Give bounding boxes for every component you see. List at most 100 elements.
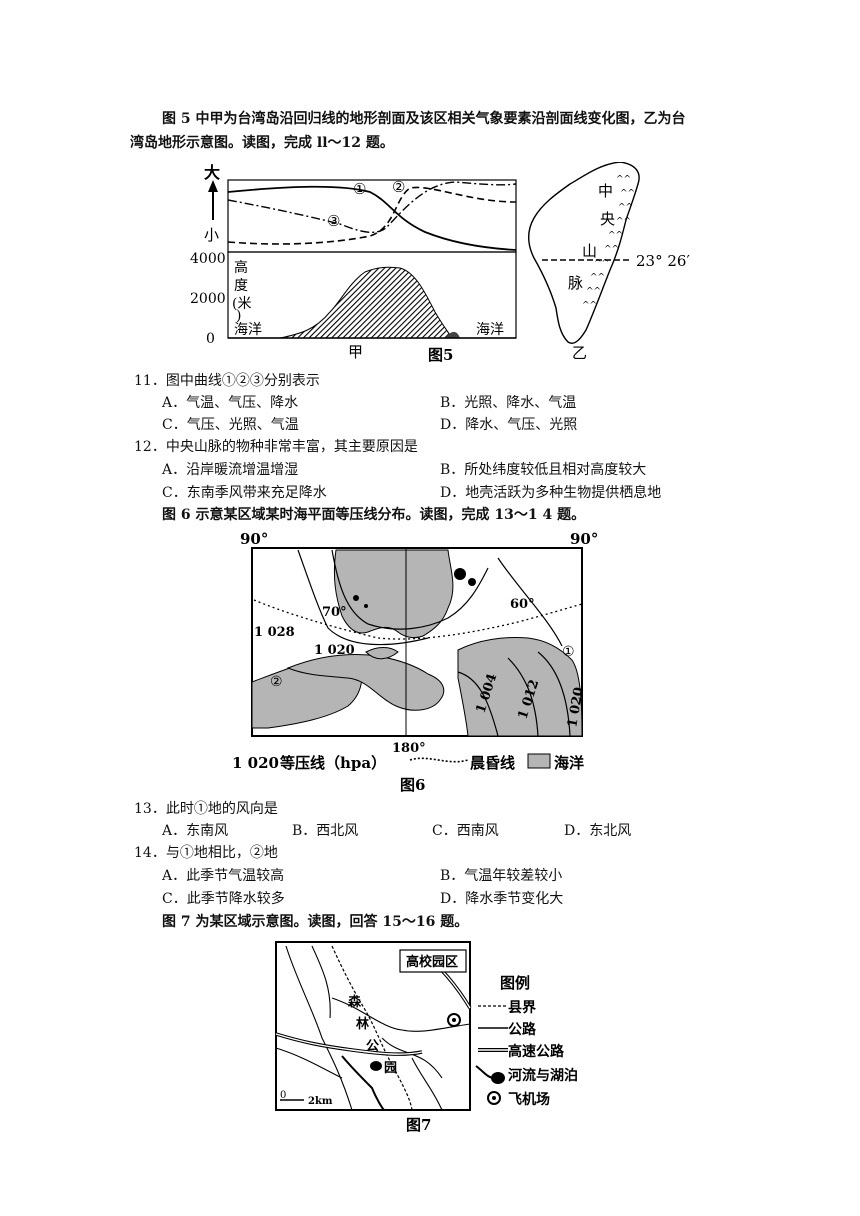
intro-fig5-line1: 图 5 中甲为台湾岛沿回归线的地形剖面及该区相关气象要素沿剖面线变化图，乙为台 xyxy=(162,111,686,127)
fig5-curve-3 xyxy=(227,181,517,234)
fig5-height-label-1: 度 xyxy=(234,278,248,294)
fig5-curve-1 xyxy=(227,185,517,251)
q14-option-b[interactable]: B．气温年较差较小 xyxy=(440,868,563,884)
q13-option-b[interactable]: B．西北风 xyxy=(292,823,359,839)
fig5-taiwan-map: 23° 26′ 中 央 山 脉 ^^ ^^ ^^ ^^ ^^ ^^ ^^ ^^ … xyxy=(528,162,690,362)
q12-option-d[interactable]: D．地壳活跃为多种生物提供栖息地 xyxy=(440,485,662,501)
fig6-caption: 图6 xyxy=(400,776,425,792)
fig6-legend-isobar: 等压线（hpa） xyxy=(280,754,386,772)
mountain-char-3: 脉 xyxy=(568,274,583,292)
svg-text:^^: ^^ xyxy=(582,301,597,311)
svg-text:^^: ^^ xyxy=(620,189,635,199)
fig7-county-border xyxy=(331,945,413,1111)
fig7-river xyxy=(341,1055,385,1111)
fig7-legend-road: 公路 xyxy=(508,1021,537,1038)
fig7-legend-highway: 高速公路 xyxy=(508,1043,565,1060)
fig7-legend-river: 河流与湖泊 xyxy=(508,1067,578,1084)
taiwan-island-outline xyxy=(528,162,640,344)
q12-option-a[interactable]: A．沿岸暖流增温增湿 xyxy=(162,462,299,478)
q11-option-a[interactable]: A．气温、气压、降水 xyxy=(162,395,299,411)
fig6-legend-iso-value: 1 020 xyxy=(232,754,279,772)
fig6-isobar-1020: 1 020 xyxy=(314,643,355,658)
fig5-ocean-right: 海洋 xyxy=(476,322,504,338)
fig7-campus-box xyxy=(399,949,467,973)
fig6-isobars xyxy=(297,549,571,737)
q11-option-b[interactable]: B．光照、降水、气温 xyxy=(440,395,577,411)
q11-option-d[interactable]: D．降水、气压、光照 xyxy=(440,417,578,433)
fig5-label-yi: 乙 xyxy=(572,344,587,362)
fig7-lake xyxy=(370,1061,382,1071)
fig6-isobar-1028: 1 028 xyxy=(254,625,295,640)
fig5-curve-2 xyxy=(227,186,517,245)
svg-text:^^: ^^ xyxy=(594,259,609,269)
q13-option-c[interactable]: C．西南风 xyxy=(432,823,499,839)
q13-option-a[interactable]: A．东南风 xyxy=(162,823,229,839)
svg-text:^^: ^^ xyxy=(616,217,631,227)
fig6-point-1: ① xyxy=(562,644,575,660)
q11-option-c[interactable]: C．气压、光照、气温 xyxy=(162,417,299,433)
figure-5: 大 小 ① ② ③ 4000 2000 0 高 度 (米 ) 海洋 xyxy=(190,162,690,364)
fig7-campus-label: 高校园区 xyxy=(406,954,458,970)
fig6-lon-right: 90° xyxy=(570,530,598,548)
fig6-lon-left: 90° xyxy=(240,530,268,548)
fig5-arrow-head xyxy=(208,180,218,192)
q14-option-d[interactable]: D．降水季节变化大 xyxy=(440,891,564,907)
figure-6: 90° 90° 70° 60° 1 028 1 020 1 004 1 012 … xyxy=(232,530,598,792)
intro-fig5-line2: 湾岛地形示意图。读图，完成 ll～12 题。 xyxy=(130,135,394,151)
svg-text:^^: ^^ xyxy=(608,231,623,241)
fig5-label-big: 大 xyxy=(204,163,220,182)
fig7-forest-char-2: 公 xyxy=(366,1039,379,1054)
fig5-caption: 图5 xyxy=(428,346,453,364)
fig5-curve-2-label: ② xyxy=(392,178,405,196)
fig5-ocean-left: 海洋 xyxy=(234,322,262,338)
svg-text:^^: ^^ xyxy=(616,175,631,185)
intro-fig7: 图 7 为某区域示意图。读图，回答 15～16 题。 xyxy=(162,914,469,930)
fig7-legend-title: 图例 xyxy=(500,974,530,992)
fig5-y-0: 0 xyxy=(206,331,215,347)
q12-option-c[interactable]: C．东南季风带来充足降水 xyxy=(162,485,327,501)
fig7-legend-river-symbol xyxy=(475,1065,495,1079)
fig7-forest-char-1: 林 xyxy=(356,1016,369,1032)
q13-option-d[interactable]: D．东北风 xyxy=(564,823,632,839)
fig5-label-jia: 甲 xyxy=(348,343,363,361)
fig5-small-hill xyxy=(445,331,460,338)
fig6-legend: 1 020 等压线（hpa） 晨昏线 海洋 xyxy=(232,753,584,772)
fig7-airport-dot xyxy=(452,1018,456,1022)
q13-stem: 13．此时①地的风向是 xyxy=(134,801,278,817)
fig5-climate-chart: 大 小 ① ② ③ xyxy=(204,163,517,253)
fig5-y-2000: 2000 xyxy=(190,291,226,307)
fig6-legend-ocean: 海洋 xyxy=(554,754,584,772)
fig5-mountain-shape xyxy=(279,266,453,339)
fig6-legend-ocean-swatch xyxy=(527,753,551,769)
q12-option-b[interactable]: B．所处纬度较低且相对高度较大 xyxy=(440,462,647,478)
fig6-lon-180: 180° xyxy=(392,741,426,756)
fig6-lat-60: 60° xyxy=(510,597,535,612)
fig5-upper-frame xyxy=(227,179,517,253)
fig7-caption: 图7 xyxy=(406,1116,431,1134)
fig5-label-small: 小 xyxy=(204,226,219,244)
fig7-forest-char-0: 森 xyxy=(348,994,362,1010)
fig6-legend-terminator-symbol xyxy=(409,757,469,763)
fig5-curve-1-label: ① xyxy=(353,180,366,198)
q11-stem: 11．图中曲线①②③分别表示 xyxy=(134,373,320,389)
fig7-legend-lake-symbol xyxy=(491,1072,505,1084)
q14-option-c[interactable]: C．此季节降水较多 xyxy=(162,891,285,907)
figure-7: 高校园区 森 林 公 园 0 2km 图例 县界 公路 高速公路 河流与湖泊 飞… xyxy=(275,941,578,1134)
fig7-legend-airport: 飞机场 xyxy=(508,1091,550,1108)
q14-option-a[interactable]: A．此季节气温较高 xyxy=(162,868,285,884)
mountain-symbols: ^^ ^^ ^^ ^^ ^^ ^^ ^^ ^^ ^^ ^^ xyxy=(582,175,635,311)
fig7-legend-airport-dot xyxy=(492,1096,496,1100)
fig6-legend-terminator: 晨昏线 xyxy=(470,754,515,772)
svg-text:^^: ^^ xyxy=(590,273,605,283)
fig5-terrain-profile: 4000 2000 0 高 度 (米 ) 海洋 海洋 甲 图5 xyxy=(190,251,517,364)
q12-stem: 12．中央山脉的物种非常丰富，其主要原因是 xyxy=(134,439,418,455)
fig6-ocean-areas xyxy=(251,549,583,737)
svg-text:^^: ^^ xyxy=(604,245,619,255)
q14-stem: 14．与①地相比，②地 xyxy=(134,845,278,861)
fig6-isobar-1020-east: 1 020 xyxy=(565,686,587,729)
fig6-point-2: ② xyxy=(270,674,283,690)
fig7-legend: 图例 县界 公路 高速公路 河流与湖泊 飞机场 xyxy=(475,974,578,1108)
fig5-curve-3-label: ③ xyxy=(327,212,340,230)
fig7-legend-county: 县界 xyxy=(508,1000,537,1016)
intro-fig6: 图 6 示意某区域某时海平面等压线分布。读图，完成 13～1 4 题。 xyxy=(162,507,586,523)
